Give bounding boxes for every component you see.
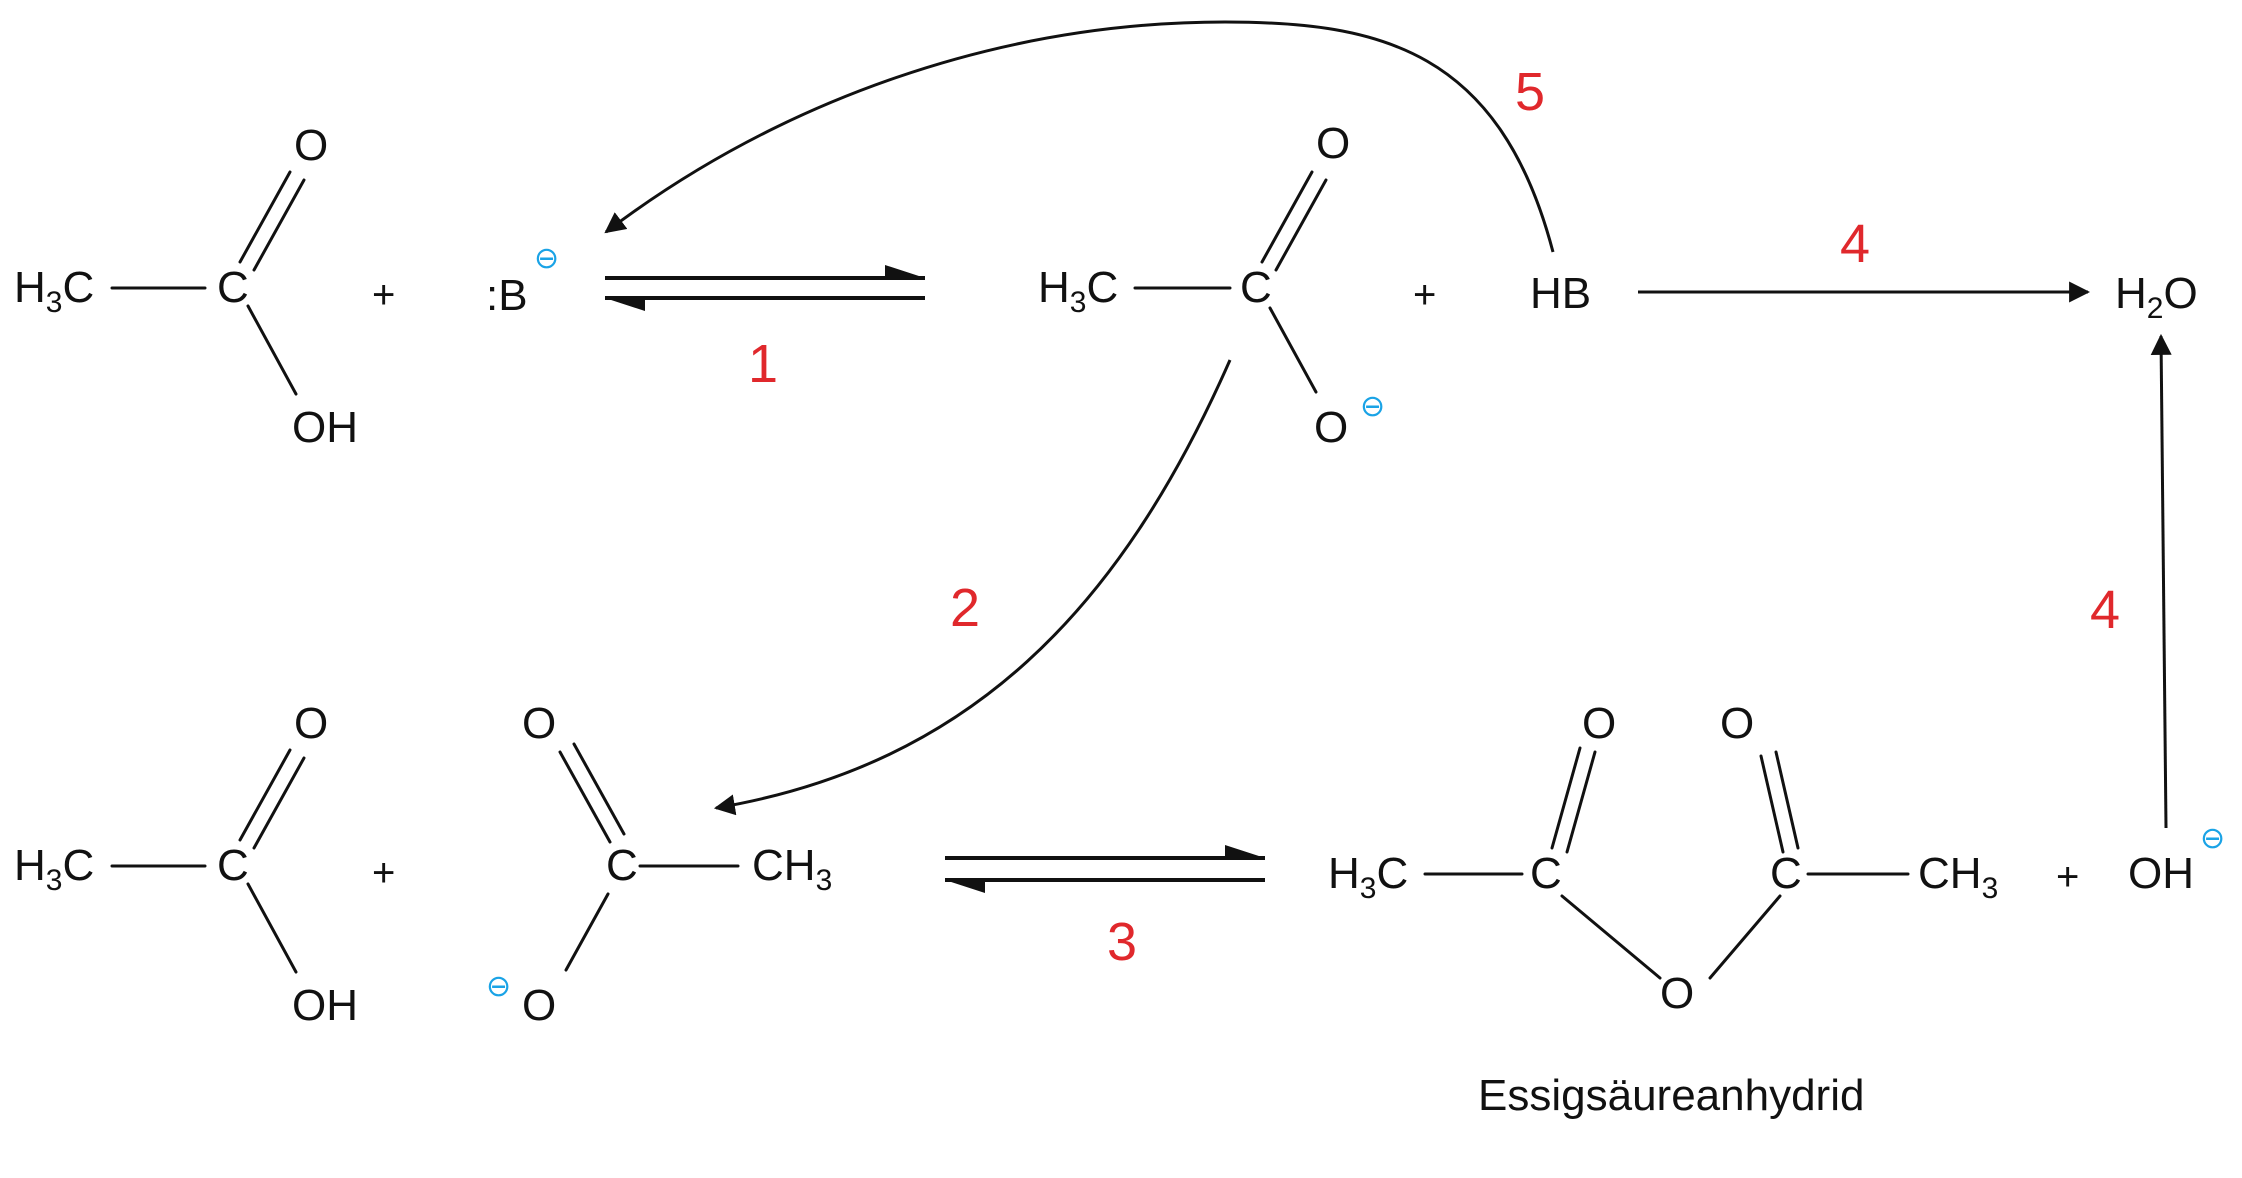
negative-charge: ⊖ [486, 969, 511, 1004]
bond [246, 882, 298, 974]
base-label: :B [486, 271, 528, 320]
oxygen-label: O [294, 121, 328, 170]
step-label-4-top: 4 [1840, 214, 1870, 274]
plus-sign: + [1413, 273, 1436, 317]
plus-sign: + [2056, 855, 2079, 899]
double-bond-line [1550, 746, 1582, 850]
double-bond-line [1260, 170, 1314, 264]
double-bond-line [238, 170, 292, 264]
double-bond-line [1774, 750, 1800, 850]
methyl-label: H3C [1038, 263, 1118, 319]
carbon-label: C [217, 841, 249, 890]
oxygen-label: O [522, 981, 556, 1030]
methyl-label: H3C [1328, 849, 1408, 905]
double-bond-line [1274, 178, 1328, 272]
double-bond-line [252, 178, 306, 272]
bond [564, 892, 610, 972]
oxygen-label: O [1314, 403, 1348, 452]
double-bond-line [1759, 754, 1785, 854]
oxygen-label: O [522, 699, 556, 748]
acid-hb-label: HB [1530, 269, 1591, 318]
oxygen-label: O [1316, 119, 1350, 168]
anhydride-caption: Essigsäureanhydrid [1478, 1071, 1864, 1120]
hydroxide: OH ⊖ [2128, 821, 2225, 898]
oxygen-label: O [1720, 699, 1754, 748]
arrow-2-curved [713, 359, 1232, 816]
plus-sign: + [372, 851, 395, 895]
step-label-3: 3 [1107, 912, 1137, 972]
methyl-label: CH3 [1918, 849, 1998, 905]
negative-charge: ⊖ [1360, 389, 1385, 424]
hydroxide-label: OH [2128, 849, 2194, 898]
carbon-label: C [217, 263, 249, 312]
acetic-anhydride: H3C C O O C O CH3 [1328, 699, 1998, 1018]
hydroxyl-label: OH [292, 403, 358, 452]
step-label-1: 1 [748, 334, 778, 394]
base: :B ⊖ [486, 241, 559, 320]
bond [246, 304, 298, 396]
negative-charge: ⊖ [534, 241, 559, 276]
plus-sign: + [372, 273, 395, 317]
carbon-label: C [1240, 263, 1272, 312]
carbon-label: C [606, 841, 638, 890]
hydroxyl-label: OH [292, 981, 358, 1030]
bond [1268, 306, 1318, 394]
equilibrium-arrow-3 [945, 845, 1265, 893]
bond [1560, 894, 1662, 980]
double-bond-line [252, 756, 306, 850]
arrow-4-vertical [2150, 333, 2172, 829]
double-bond-line [1565, 750, 1597, 854]
acetic-acid-bottom: H3C C O OH [14, 699, 358, 1030]
oxygen-label: O [294, 699, 328, 748]
double-bond-line [238, 748, 292, 842]
carbon-label: C [1770, 849, 1802, 898]
oxygen-label: O [1582, 699, 1616, 748]
step-label-5: 5 [1515, 62, 1545, 122]
methyl-label: CH3 [752, 841, 832, 897]
arrow-5-curved [604, 20, 1555, 253]
water-label: H2O [2115, 269, 2198, 325]
negative-charge: ⊖ [2200, 821, 2225, 856]
bridge-oxygen-label: O [1660, 969, 1694, 1018]
methyl-label: H3C [14, 263, 94, 319]
step-label-4-side: 4 [2090, 580, 2120, 640]
acetic-acid-top: H3C C O OH [14, 121, 358, 452]
double-bond-line [558, 750, 612, 844]
carbon-label: C [1530, 849, 1562, 898]
methyl-label: H3C [14, 841, 94, 897]
double-bond-line [572, 742, 626, 836]
acetate-bottom: O C CH3 ⊖ O [486, 699, 832, 1030]
bond [1708, 894, 1782, 980]
equilibrium-arrow-1 [605, 265, 925, 311]
step-label-2: 2 [950, 578, 980, 638]
acetate-top: H3C C O O ⊖ [1038, 119, 1385, 452]
